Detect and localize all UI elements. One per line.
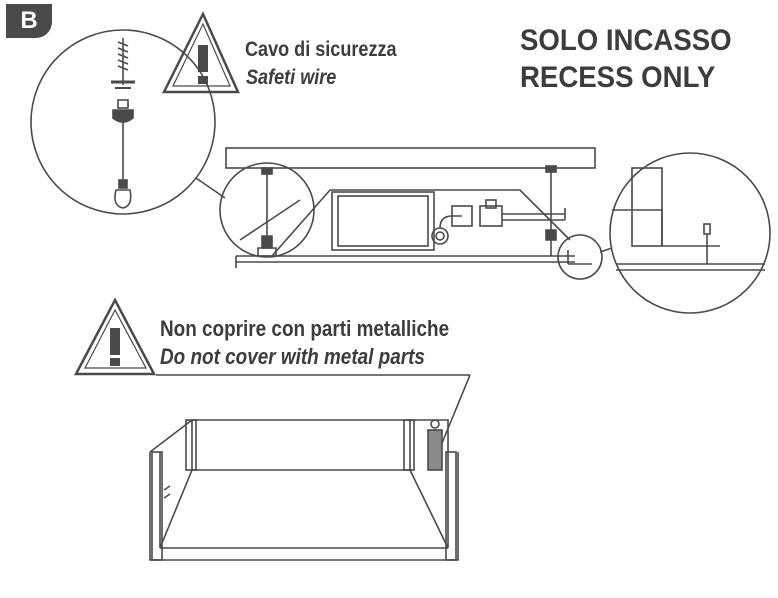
warning-triangle-icon — [161, 11, 240, 94]
metal-warning-pointer — [156, 374, 471, 449]
edge-detail-circle — [557, 152, 771, 314]
metal-warning-it: Non coprire con parti metalliche — [160, 316, 450, 341]
unit-body — [235, 165, 575, 268]
recess-only-en: RECESS ONLY — [520, 61, 716, 94]
recess-frame — [149, 419, 459, 561]
hanger-detail-circle — [219, 162, 315, 258]
ceiling-panel — [225, 147, 596, 169]
safety-wire-detail-circle — [30, 29, 226, 215]
section-badge: B — [6, 4, 52, 38]
metal-warning-en: Do not cover with metal parts — [160, 344, 425, 369]
recess-only-it: SOLO INCASSO — [520, 24, 732, 57]
safety-wire-label-en: Safeti wire — [246, 66, 337, 89]
safety-wire-label-it: Cavo di sicurezza — [245, 38, 397, 61]
warning-triangle-icon — [73, 297, 157, 376]
